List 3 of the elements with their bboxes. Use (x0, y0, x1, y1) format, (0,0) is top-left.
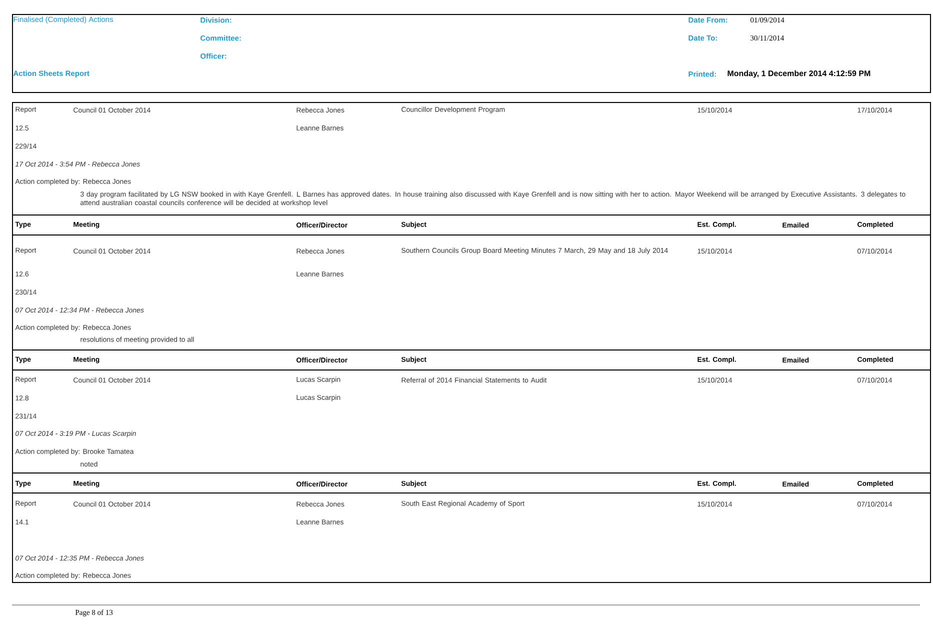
header-panel (12, 14, 931, 93)
table-panel (12, 102, 931, 583)
field-value: Monday, 1 December 2014 4:12:59 PM (728, 70, 870, 78)
